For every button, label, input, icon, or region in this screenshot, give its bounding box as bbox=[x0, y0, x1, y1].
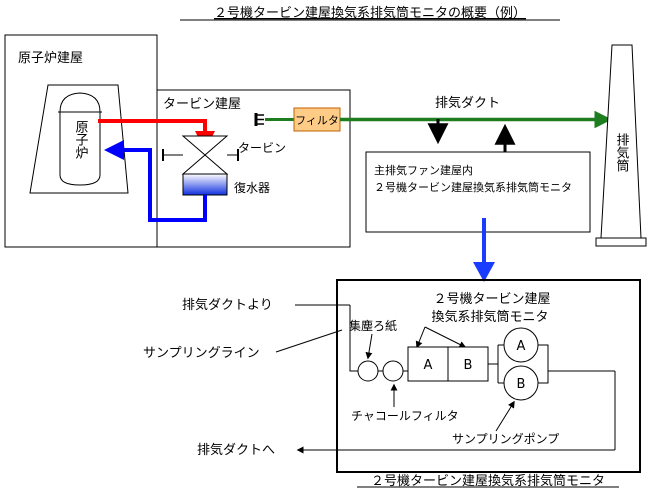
fan-building-line2: ２号機タービン建屋換気系排気筒モニタ bbox=[374, 180, 572, 194]
reactor-shield bbox=[29, 84, 129, 194]
monitor-caption: ２号機タービン建屋換気系排気筒モニタ bbox=[371, 473, 605, 489]
monitor-title-line2: 換気系排気筒モニタ bbox=[431, 309, 548, 325]
reactor-building-label: 原子炉建屋 bbox=[18, 51, 83, 66]
pump-label: サンプリングポンプ bbox=[452, 432, 559, 446]
detector-b-label: B bbox=[464, 358, 473, 373]
charcoal-filter-label: チャコールフィルタ bbox=[351, 409, 459, 423]
condenser-label: 復水器 bbox=[234, 180, 270, 195]
fan-building-line1: 主排気ファン建屋内 bbox=[374, 163, 473, 177]
dust-filter-label: 集塵ろ紙 bbox=[349, 318, 397, 333]
turbine-building-label: タービン建屋 bbox=[163, 97, 241, 112]
reactor-label: 原子炉 bbox=[73, 120, 89, 159]
turbine-building bbox=[156, 89, 351, 248]
charcoal-filter bbox=[382, 360, 404, 382]
sampling-line-leader bbox=[275, 329, 343, 353]
from-duct-label: 排気ダクトより bbox=[182, 297, 273, 313]
reactor-vessel bbox=[59, 92, 101, 186]
link-down-arrow bbox=[473, 262, 495, 282]
fan-building-box bbox=[365, 151, 591, 233]
pump-b-label: B bbox=[517, 377, 526, 392]
monitor-enclosure bbox=[336, 279, 641, 473]
exhaust-duct-label: 排気ダクト bbox=[435, 95, 500, 111]
stack-label: 排気筒 bbox=[614, 133, 630, 172]
filter-label: フィルタ bbox=[295, 114, 339, 127]
dust-filter-paper bbox=[357, 360, 379, 382]
pump-a-label: A bbox=[517, 339, 526, 354]
condenser bbox=[182, 173, 228, 196]
monitor-title-line1: ２号機タービン建屋 bbox=[433, 292, 550, 307]
feedwater-line bbox=[104, 140, 207, 222]
turbine-label: タービン bbox=[238, 141, 286, 155]
diagram-title: ２号機タービン建屋換気系排気筒モニタの概要（例） bbox=[214, 5, 526, 21]
sampling-line-label: サンプリングライン bbox=[143, 346, 260, 361]
turbine-symbol bbox=[181, 135, 229, 175]
to-duct-label: 排気ダクトへ bbox=[197, 442, 275, 458]
detector-b bbox=[447, 346, 489, 382]
detector-a-label: A bbox=[424, 358, 433, 373]
